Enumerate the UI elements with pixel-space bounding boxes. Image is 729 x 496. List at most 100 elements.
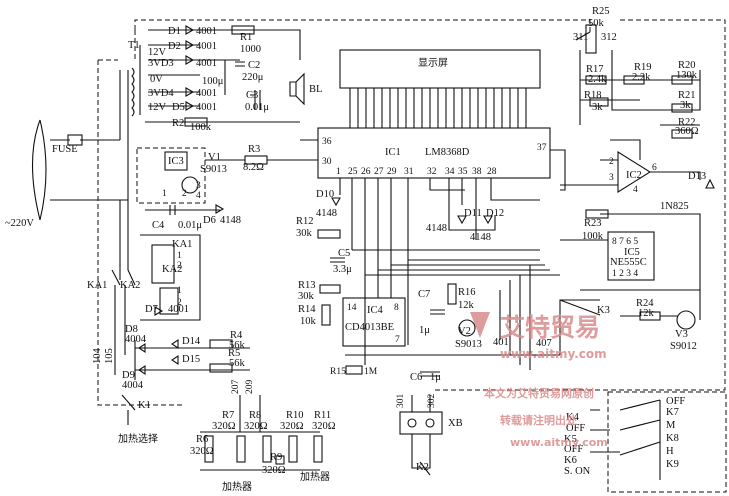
d9-value: 4004 — [122, 380, 144, 391]
r25-value: 50k — [588, 18, 605, 29]
d13-value: 1N825 — [660, 201, 689, 212]
r1-resistor — [231, 25, 255, 35]
c2-capacitor — [224, 60, 245, 95]
ic5-label: IC5 — [624, 247, 640, 258]
d9-label: D9 — [122, 370, 135, 381]
r7-value: 320Ω — [212, 421, 236, 432]
bl-label: BL — [309, 84, 322, 95]
r3-value: 8.2Ω — [243, 162, 264, 173]
r9-value: 320Ω — [262, 465, 286, 476]
r22-resistor — [671, 129, 693, 139]
ic4-pin14: 14 — [347, 303, 357, 313]
node-312: 312 — [601, 32, 617, 43]
ic4-pin8: 8 — [394, 303, 399, 313]
v2-label: V2 — [458, 326, 471, 337]
v3-part: S9012 — [670, 341, 697, 352]
r2-label: R2 — [172, 118, 184, 129]
r20-label: R20 — [678, 60, 696, 71]
c3-value: 0.01μ — [245, 102, 269, 113]
speaker-symbol — [289, 72, 305, 106]
r18-value: 3k — [592, 102, 603, 113]
r2-value: 100k — [190, 122, 212, 133]
r2-resistor — [184, 117, 208, 127]
m-label: M — [666, 420, 676, 431]
mains-wires — [50, 139, 128, 201]
heat-select-label: 加热选择 — [118, 432, 158, 445]
ic1-pin32: 32 — [427, 167, 437, 177]
v12-bottom-label: 12V — [148, 102, 167, 113]
d1-diode — [185, 25, 195, 35]
node-301: 301 — [396, 394, 406, 409]
ka2-pin1: 1 — [177, 286, 182, 296]
r20-value: 130k — [676, 70, 698, 81]
ic1-pin28: 28 — [487, 167, 497, 177]
left-board-outline — [97, 30, 185, 406]
c3-label: C3 — [246, 90, 258, 101]
r10-resistor — [288, 435, 298, 463]
vd4-label: 3VD4 — [148, 88, 174, 99]
d9-diode — [138, 364, 146, 376]
r19-resistor — [623, 75, 645, 85]
r23-value: 100k — [582, 231, 604, 242]
h-label: H — [666, 446, 674, 457]
r7-resistor — [236, 435, 246, 463]
r18-resistor — [589, 97, 609, 107]
node-311: 311 — [573, 32, 588, 43]
ic1-pin34: 34 — [445, 167, 455, 177]
d15-label: D15 — [182, 354, 200, 365]
ic1-pin31: 31 — [404, 167, 414, 177]
r5-value: 56k — [229, 358, 246, 369]
v12-top-label: 12V — [148, 47, 167, 58]
ic1-chip — [317, 127, 551, 179]
r9-resistor — [275, 455, 285, 465]
display-screen — [339, 49, 541, 89]
node-105: 105 — [104, 348, 115, 364]
r6-label: R6 — [196, 434, 208, 445]
v0-label: 0V — [150, 74, 163, 85]
d13-diode — [705, 178, 715, 189]
k8-label: K8 — [666, 433, 679, 444]
d2-label: D2 — [168, 41, 181, 52]
d7-value: 4001 — [168, 304, 189, 315]
r21-resistor — [671, 103, 693, 113]
watermark-logo — [470, 312, 490, 338]
ic2-pin2: 2 — [609, 157, 614, 167]
d11-label: D11 — [464, 208, 482, 219]
fuse-label: FUSE — [52, 144, 78, 155]
switch-panel-outline — [607, 391, 727, 493]
ic1-pin36: 36 — [322, 137, 332, 147]
k6-label: K6 — [564, 455, 577, 466]
node-207: 207 — [231, 380, 241, 395]
r17-resistor — [585, 75, 607, 85]
r12-label: R12 — [296, 216, 314, 227]
ic1-pin1: 1 — [336, 167, 341, 177]
ka1-coil-label: KA1 — [172, 239, 192, 250]
d1-value: 4001 — [196, 26, 217, 37]
r16-resistor — [447, 283, 457, 305]
k7-label: K7 — [666, 407, 679, 418]
watermark-url2: www.aitmy.com — [510, 436, 608, 449]
r17-label: R17 — [586, 64, 604, 75]
c2-value: 220μ — [242, 72, 264, 83]
ic3-module-outline — [136, 147, 206, 204]
d8-diode — [138, 342, 146, 354]
heater2-label: 加热器 — [300, 470, 330, 483]
ic3-chip — [164, 151, 188, 171]
d12-label: D12 — [486, 208, 504, 219]
k1-switch — [121, 394, 136, 425]
xb-connector — [399, 411, 443, 435]
ic5-chip — [607, 231, 655, 281]
r10-value: 320Ω — [280, 421, 304, 432]
vd4-diode — [185, 87, 195, 97]
r8-label: R8 — [249, 410, 261, 421]
r15-label: R15 — [330, 367, 346, 377]
c6-value: 1μ — [430, 372, 441, 383]
vd3-label: 3VD3 — [148, 58, 174, 69]
vd3-value: 4001 — [196, 58, 217, 69]
ic2-pin4: 4 — [633, 185, 638, 195]
transformer-primary — [131, 67, 135, 117]
d10-value: 4148 — [316, 208, 337, 219]
watermark: 艾特贸易 www.aitmy.com 本文为艾特贸易网原创 转载请注明出处 ww… — [470, 312, 608, 449]
mains-label: ~220V — [5, 218, 34, 229]
